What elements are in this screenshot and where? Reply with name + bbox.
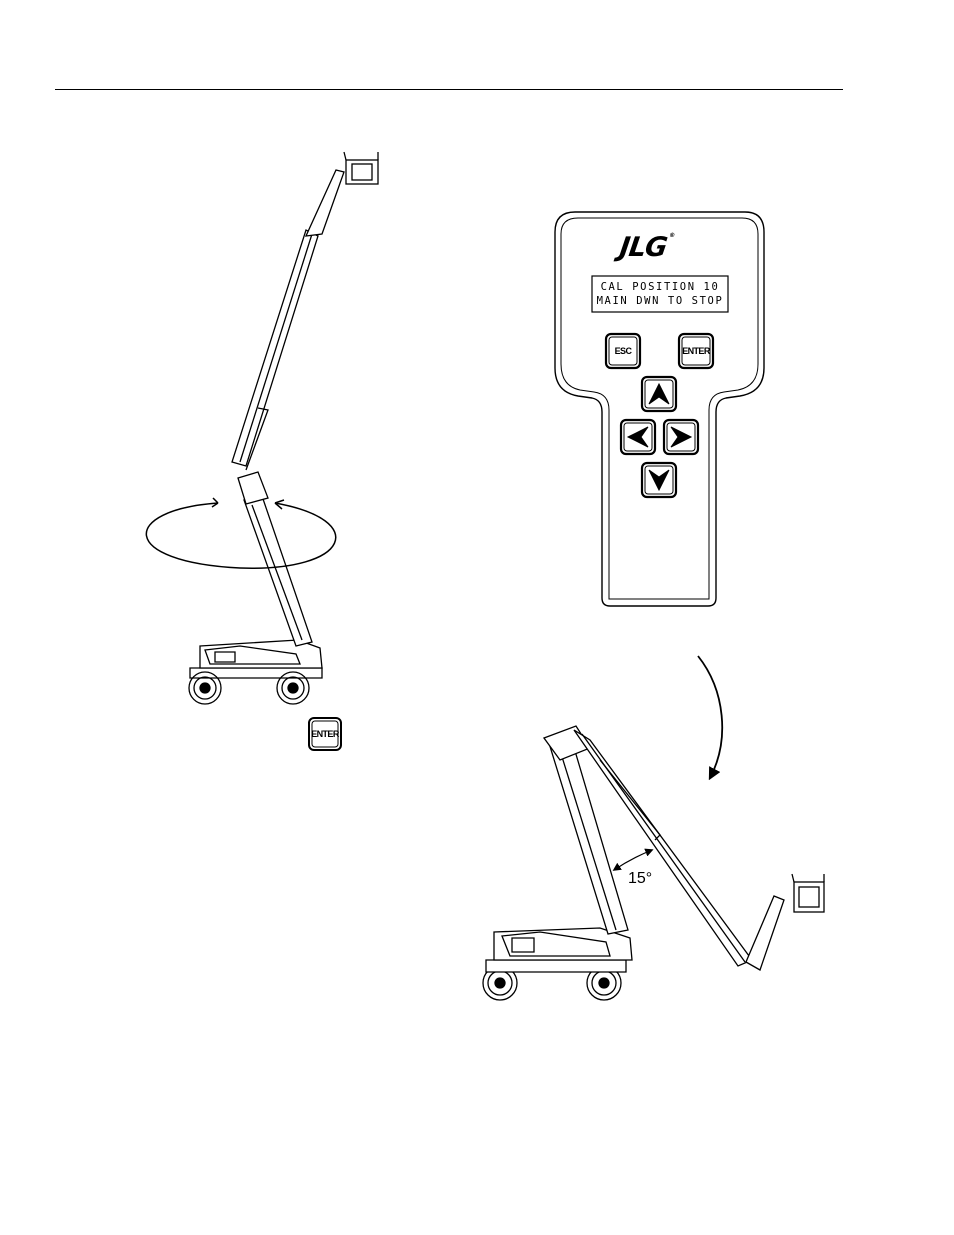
- left-boom-lift: [189, 152, 378, 704]
- registered-mark: ®: [669, 232, 675, 239]
- left-lift-main-boom: [232, 230, 318, 466]
- right-key[interactable]: [664, 420, 698, 454]
- jlg-logo-text: JLG: [618, 232, 669, 263]
- rotation-arrow-icon: [146, 498, 335, 568]
- left-lift-lower-boom: [244, 496, 312, 646]
- display-line-2: MAIN DWN TO STOP: [592, 294, 728, 308]
- angle-label: 15°: [628, 870, 652, 888]
- enter-key-standalone-label: ENTER: [309, 729, 341, 739]
- up-key[interactable]: [642, 377, 676, 411]
- angle-indicator: [614, 850, 652, 870]
- esc-key-label: ESC: [606, 346, 640, 356]
- curved-arrow-icon: [698, 656, 722, 778]
- enter-key-label: ENTER: [679, 346, 713, 356]
- left-lift-wheel-rear: [277, 672, 309, 704]
- analyzer-display: CAL POSITION 10 MAIN DWN TO STOP: [592, 276, 728, 312]
- left-lift-wheel-front: [189, 672, 221, 704]
- right-lift-jib: [746, 896, 784, 970]
- analyzer-device: [555, 212, 764, 606]
- left-lift-jib: [306, 170, 344, 236]
- left-lift-platform: [344, 152, 378, 184]
- jlg-logo: JLG®: [618, 232, 675, 263]
- right-lift-chassis: [486, 960, 626, 972]
- right-lift-platform: [792, 874, 824, 912]
- down-key[interactable]: [642, 463, 676, 497]
- display-line-1: CAL POSITION 10: [592, 280, 728, 294]
- right-boom-lift: [483, 726, 824, 1000]
- left-key[interactable]: [621, 420, 655, 454]
- right-lift-lower-boom: [548, 734, 628, 934]
